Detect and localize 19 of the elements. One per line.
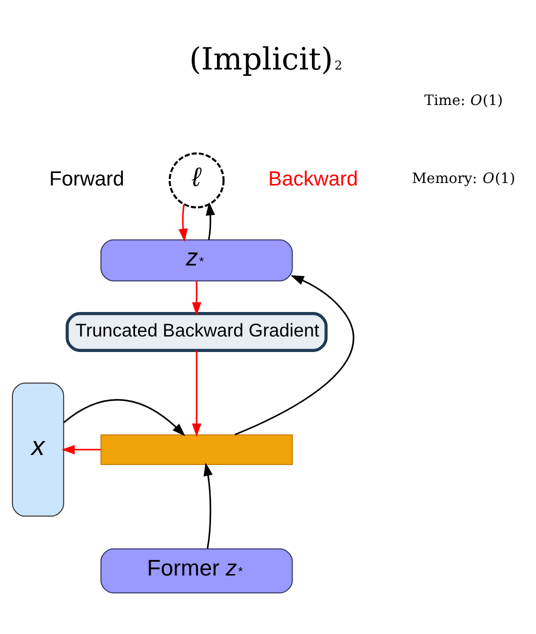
label: Memory: O(1) xyxy=(412,170,516,187)
arrow xyxy=(192,280,202,316)
label: Forward xyxy=(49,167,124,190)
node-circle: ℓ xyxy=(168,152,225,208)
arrow xyxy=(178,204,188,242)
node-box: x xyxy=(12,382,64,516)
label: Backward xyxy=(268,167,358,190)
node-bar xyxy=(100,434,293,464)
arrow xyxy=(192,350,202,436)
arrow xyxy=(234,274,354,435)
node-box: z* xyxy=(100,238,293,281)
arrow xyxy=(61,444,101,454)
node-box: Truncated Backward Gradient xyxy=(66,312,328,352)
diagram-title: (Implicit)2 xyxy=(189,42,342,78)
arrow xyxy=(63,398,186,436)
node-box: Former z* xyxy=(100,548,293,593)
arrow xyxy=(204,462,213,548)
label: Time: O(1) xyxy=(424,92,503,109)
arrow xyxy=(206,202,216,240)
